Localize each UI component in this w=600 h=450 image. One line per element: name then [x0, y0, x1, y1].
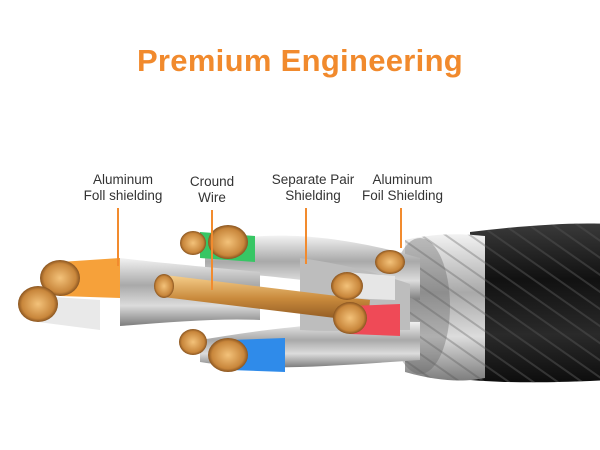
- label-cround-wire: Cround Wire: [172, 174, 252, 206]
- outer-foil-shield: [390, 234, 485, 381]
- label-line: Aluminum: [92, 172, 154, 187]
- label-line: Wire: [198, 190, 226, 205]
- label-line: Separate Pair: [271, 172, 355, 187]
- label-line: Foil Shielding: [361, 188, 444, 203]
- pair-orange: [18, 258, 120, 330]
- leader-line: [211, 210, 213, 290]
- leader-line: [305, 208, 307, 264]
- pair-blue: [179, 329, 285, 372]
- label-aluminum-foil-shielding: Aluminum Foil Shielding: [350, 172, 455, 204]
- label-line: Shielding: [285, 188, 341, 203]
- page-title: Premium Engineering: [136, 43, 464, 78]
- leader-line: [117, 208, 119, 266]
- label-line: Foll shielding: [83, 188, 163, 203]
- pair-copper-top: [375, 250, 405, 274]
- label-aluminum-foll-shielding: Aluminum Foll shielding: [68, 172, 178, 204]
- label-line: Cround: [189, 174, 235, 189]
- label-line: Aluminum: [372, 172, 433, 187]
- ground-wire: [154, 274, 370, 322]
- label-separate-pair-shielding: Separate Pair Shielding: [258, 172, 368, 204]
- outer-jacket: [470, 223, 600, 383]
- pair-red: [331, 272, 400, 336]
- pair-green: [180, 225, 255, 262]
- leader-line: [400, 208, 402, 248]
